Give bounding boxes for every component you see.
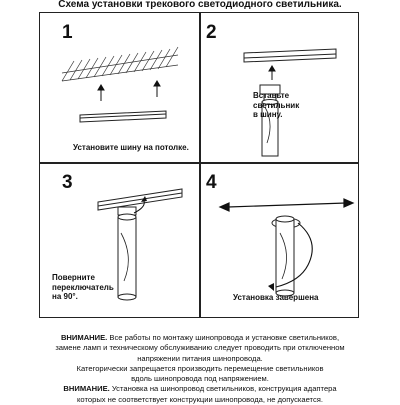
ceiling-rail-illustration [61, 46, 179, 123]
warning-label: ВНИМАНИЕ. [60, 333, 108, 342]
step-3-number: 3 [62, 172, 73, 193]
note-line: которых не соответствует конструкции шин… [77, 394, 323, 404]
steps-grid: 1 [39, 12, 359, 318]
grid-divider-horizontal [40, 162, 358, 164]
note-line: ВНИМАНИЕ. Все работы по монтажу шинопров… [10, 333, 390, 343]
step-3-caption-line: переключатель [52, 282, 114, 292]
note-line: вдоль шинопровода под напряжением. [131, 374, 269, 384]
step-2-caption-line: Вставьте [253, 91, 290, 100]
step-3-caption-line: Поверните [52, 273, 95, 282]
step-2-caption: Вставьте светильник в шину. [253, 91, 299, 120]
step-4-caption: Установка завершена [233, 293, 319, 302]
note-line: Категорически запрещается производить пе… [76, 363, 324, 373]
note-text: Все работы по монтажу шинопровода и уста… [107, 333, 340, 342]
page-title: Схема установки трекового светодиодного … [58, 0, 342, 10]
warning-label: ВНИМАНИЕ. [63, 384, 110, 394]
safety-notes: ВНИМАНИЕ. Все работы по монтажу шинопров… [10, 333, 390, 405]
step-3-caption: Поверните переключатель на 90°. [52, 273, 114, 302]
note-text: Установка на шинопровод светильников, ко… [109, 384, 337, 394]
installation-complete-illustration [218, 198, 355, 297]
step-3-caption-line: на 90°. [52, 292, 78, 301]
step-2-number: 2 [206, 22, 217, 43]
step-1-caption: Установите шину на потолке. [73, 143, 189, 152]
step-1-number: 1 [62, 22, 73, 43]
step-2-caption-line: светильник [253, 100, 300, 110]
turn-switch-illustration [97, 188, 183, 301]
note-line: напряжении питания шинопровода. [137, 353, 263, 363]
note-line: замене ламп и техническому обслуживанию … [55, 343, 345, 353]
grid-divider-vertical [199, 13, 201, 317]
step-2-caption-line: в шину. [253, 110, 283, 119]
step-4-number: 4 [206, 172, 217, 193]
note-line: ВНИМАНИЕ. Установка на шинопровод светил… [10, 384, 390, 394]
insert-luminaire-illustration [243, 48, 337, 157]
